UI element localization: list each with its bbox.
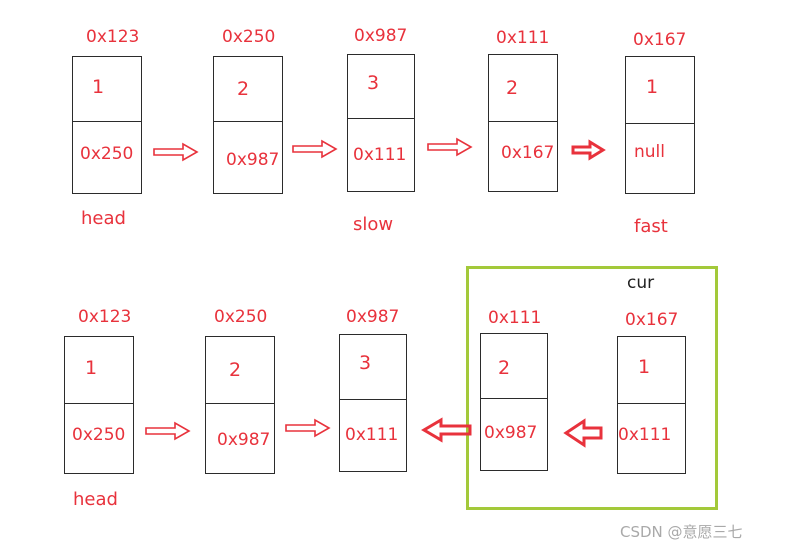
- row1-node1-value: 1: [92, 76, 105, 98]
- row1-node2-address: 0x250: [222, 27, 276, 47]
- row2-node4-address: 0x111: [488, 308, 542, 328]
- row2-node3-value: 3: [359, 352, 372, 374]
- row2-node2-address: 0x250: [214, 307, 268, 327]
- row1-node3-value: 3: [367, 72, 380, 94]
- row1-node2-box: [213, 56, 283, 194]
- row2-cur-label: cur: [627, 273, 655, 293]
- row2-node1-address: 0x123: [78, 307, 132, 327]
- row2-node4-value: 2: [498, 357, 511, 379]
- row2-node4-next: 0x987: [484, 423, 538, 443]
- row2-arrow-1-icon: [145, 421, 191, 441]
- row1-node5-address: 0x167: [633, 30, 687, 50]
- row1-head-label: head: [81, 208, 126, 229]
- row1-node4-address: 0x111: [496, 28, 550, 48]
- row1-node5-next: null: [634, 142, 665, 162]
- row2-node3-box: [339, 334, 407, 472]
- row1-node5-box: [625, 56, 695, 194]
- row2-node2-box: [205, 336, 275, 474]
- row1-node4-next: 0x167: [501, 143, 555, 163]
- row2-node1-next: 0x250: [72, 425, 126, 445]
- row2-node3-address: 0x987: [346, 307, 400, 327]
- row1-node4-box: [488, 54, 558, 192]
- row1-arrow-4-icon: [571, 139, 606, 161]
- row1-node2-value: 2: [237, 78, 250, 100]
- row2-node2-next: 0x987: [217, 430, 271, 450]
- row2-node4-box: [480, 333, 548, 471]
- row2-node2-value: 2: [229, 359, 242, 381]
- row2-node1-box: [64, 336, 134, 474]
- row1-node4-value: 2: [506, 77, 519, 99]
- row1-node1-address: 0x123: [86, 27, 140, 47]
- row2-head-label: head: [73, 489, 118, 510]
- row1-arrow-3-icon: [427, 137, 473, 157]
- current-segment-highlight: [466, 266, 718, 510]
- row2-node1-value: 1: [85, 357, 98, 379]
- row1-fast-label: fast: [634, 216, 668, 237]
- row1-node5-value: 1: [646, 76, 659, 98]
- row1-node3-box: [347, 54, 415, 192]
- row2-left-arrow-1-icon: [421, 417, 472, 443]
- row2-node5-address: 0x167: [625, 310, 679, 330]
- row1-node2-next: 0x987: [226, 150, 280, 170]
- row2-node5-box: [617, 336, 686, 474]
- row1-node1-next: 0x250: [80, 144, 134, 164]
- row1-node3-address: 0x987: [354, 26, 408, 46]
- row2-arrow-2-icon: [285, 418, 331, 438]
- row1-slow-label: slow: [353, 214, 394, 235]
- row1-arrow-2-icon: [292, 139, 338, 159]
- row2-node3-next: 0x111: [345, 425, 399, 445]
- watermark: CSDN @意愿三七: [620, 523, 743, 541]
- row2-left-arrow-2-icon: [563, 418, 603, 448]
- row2-node5-value: 1: [638, 356, 651, 378]
- row1-arrow-1-icon: [153, 142, 199, 162]
- row1-node1-box: [72, 56, 142, 194]
- row1-node3-next: 0x111: [353, 145, 407, 165]
- row2-node5-next: 0x111: [618, 425, 672, 445]
